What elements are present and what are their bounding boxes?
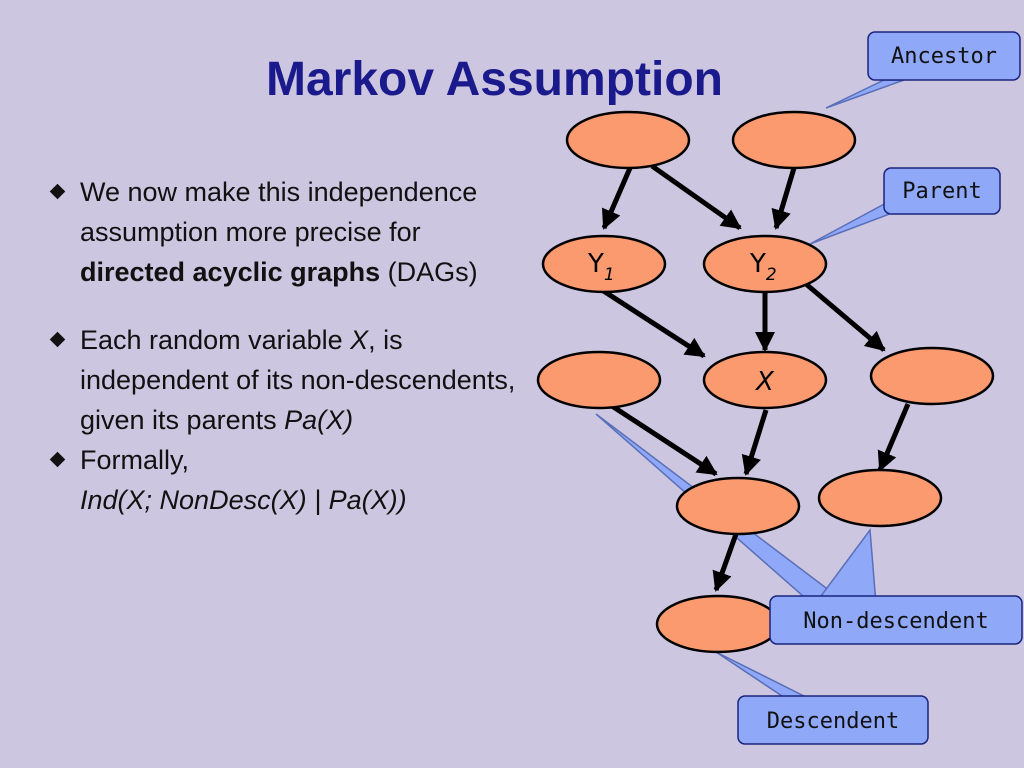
bullet-formally: Formally, Ind(X; NonDesc(X) | Pa(X)) — [49, 440, 520, 520]
bullet-3-formula: Ind(X; NonDesc(X) | Pa(X)) — [80, 485, 407, 515]
bullet-1-text: We now make this independence assumption… — [80, 177, 478, 247]
non-descendent-node-right — [869, 346, 995, 406]
bullet-1-post: (DAGs) — [380, 257, 478, 287]
y2-node — [702, 234, 828, 294]
edge-right-nondesc — [877, 403, 911, 472]
ancestor-pointer — [825, 79, 905, 109]
descendent-node-middle — [675, 476, 801, 536]
non-descendent-node-lower — [817, 468, 943, 528]
ancestor-node-left — [565, 110, 691, 170]
non-descendent-node-left — [536, 350, 662, 410]
parent-callout: Parent — [883, 167, 1001, 215]
x-node — [702, 350, 828, 410]
bullet-2-text: Each random variable — [80, 325, 351, 355]
bullet-2-mid: , is independent of its non-descendents,… — [80, 325, 516, 435]
bullet-2-parents: Pa(X) — [284, 405, 354, 435]
descendent-callout: Descendent — [737, 695, 929, 745]
descendent-node-bottom — [655, 594, 781, 654]
non-descendent-callout: Non-descendent — [769, 595, 1023, 645]
edge-a1-y2 — [650, 163, 742, 231]
edge-left-lower — [610, 403, 718, 477]
parent-callout-text: Parent — [902, 179, 981, 204]
ancestor-callout: Ancestor — [867, 31, 1021, 81]
edge-y2-right — [804, 282, 886, 352]
y1-node — [541, 234, 667, 294]
y1-label: Y1 — [587, 249, 615, 285]
edge-a1-y1 — [601, 167, 633, 230]
edge-lower-bottom — [712, 533, 739, 592]
x-label: X — [754, 367, 775, 397]
ancestor-callout-text: Ancestor — [891, 44, 997, 69]
edge-x-lower — [741, 409, 769, 476]
bullet-dag-definition: We now make this independence assumption… — [49, 172, 520, 292]
bullet-1-bold: directed acyclic graphs — [80, 257, 381, 287]
dag-edges — [600, 163, 911, 592]
bullet-3-label: Formally, — [80, 445, 190, 475]
slide-title: Markov Assumption — [266, 53, 723, 106]
non-descendent-pointer-right — [816, 527, 877, 605]
edge-y1-x — [600, 287, 706, 359]
non-descendent-callout-text: Non-descendent — [803, 609, 988, 634]
descendent-callout-text: Descendent — [767, 709, 899, 734]
bullet-independence: Each random variable X, is independent o… — [49, 320, 520, 440]
y2-label: Y2 — [749, 249, 777, 285]
bullet-2-var: X — [350, 325, 369, 355]
dag-nodes — [536, 110, 995, 654]
descendent-pointer — [715, 651, 813, 701]
bullet-list: We now make this independence assumption… — [49, 172, 520, 520]
edge-a2-y2 — [771, 167, 797, 230]
ancestor-node-right — [731, 110, 857, 170]
